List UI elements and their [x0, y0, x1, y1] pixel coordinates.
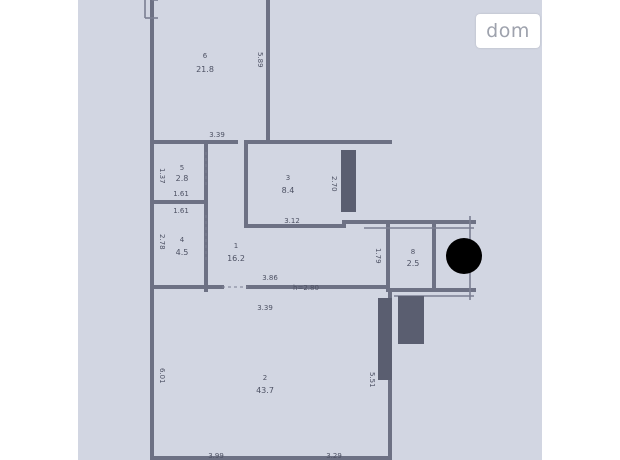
room-number: 3 — [286, 174, 290, 182]
wall-details — [144, 0, 474, 300]
dimension-label: h=2.80 — [293, 284, 319, 292]
dimension-label: 1.37 — [158, 168, 166, 184]
ventilation-shaft — [398, 296, 424, 344]
room-area: 4.5 — [176, 248, 189, 257]
dimension-label: 5.51 — [368, 372, 376, 388]
ventilation-shaft — [378, 298, 392, 380]
room-number: 8 — [411, 248, 415, 256]
dimension-label: 3.12 — [284, 217, 300, 225]
room-area: 8.4 — [282, 186, 295, 195]
dimension-label: 5.89 — [256, 52, 264, 68]
location-marker — [446, 238, 482, 274]
room-area: 21.8 — [196, 65, 214, 74]
dimension-label: 3.39 — [257, 304, 273, 312]
dimension-label: 2.78 — [158, 234, 166, 250]
dimension-label: 3.86 — [262, 274, 278, 282]
dimension-label: 3.99 — [208, 452, 224, 460]
dimension-label: 3.39 — [209, 131, 225, 139]
floor-plan-sheet — [78, 0, 542, 460]
ventilation-shaft — [341, 150, 356, 212]
room-area: 2.8 — [176, 174, 189, 183]
site-watermark: dom — [476, 14, 540, 48]
room-number: 6 — [203, 52, 208, 60]
room-number: 4 — [180, 236, 185, 244]
dimension-label: 1.61 — [173, 207, 189, 215]
room-number: 5 — [180, 164, 184, 172]
dimension-label: 1.61 — [173, 190, 189, 198]
dimension-label: 6.01 — [158, 368, 166, 384]
room-area: 43.7 — [256, 386, 274, 395]
room-number: 2 — [263, 374, 267, 382]
dimension-label: 1.79 — [374, 248, 382, 264]
room-area: 16.2 — [227, 254, 245, 263]
dimension-label: 2.70 — [330, 176, 338, 192]
room-number: 1 — [234, 242, 238, 250]
dimension-label: 3.29 — [326, 452, 342, 460]
room-area: 2.5 — [407, 259, 420, 268]
